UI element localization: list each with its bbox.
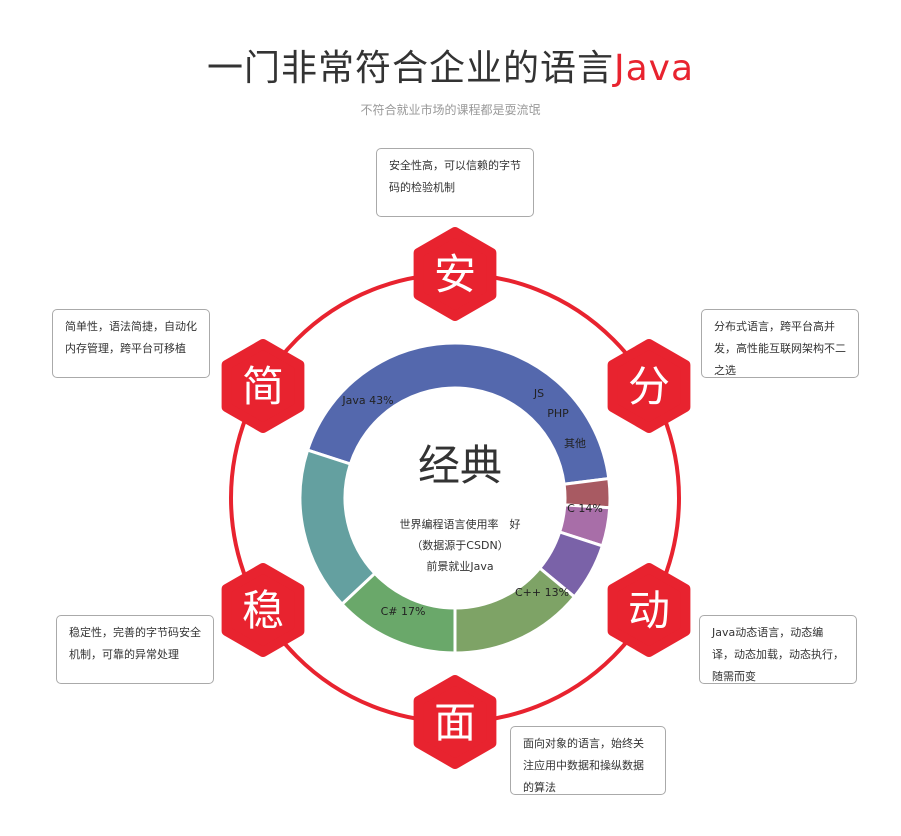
- donut-slice-4: [453, 566, 577, 655]
- feature-desc-object-oriented: 面向对象的语言，始终关注应用中数据和操纵数据的算法: [510, 726, 666, 795]
- title-main: 一门非常符合企业的语言: [206, 48, 614, 89]
- hexagon-label-object-oriented: 面: [434, 698, 476, 747]
- center-caption: 世界编程语言使用率 好 （数据源于CSDN） 前景就业Java: [380, 514, 540, 577]
- feature-desc-simplicity: 简单性，语法简捷，自动化内存管理，跨平台可移植: [52, 309, 210, 378]
- hexagon-label-distributed: 分: [628, 362, 670, 411]
- center-caption-line3: 前景就业Java: [426, 560, 494, 573]
- donut-label-2: PHP: [547, 407, 569, 420]
- donut-slice-6: [298, 448, 377, 607]
- donut-label-6: C# 17%: [381, 605, 426, 618]
- hexagon-stability: [221, 563, 305, 657]
- feature-desc-dynamic: Java动态语言，动态编译，动态加载，动态执行，随需而变: [699, 615, 857, 684]
- page-subtitle: 不符合就业市场的课程都是耍流氓: [360, 103, 541, 117]
- title-accent: Java: [613, 48, 695, 89]
- hexagon-label-security: 安: [434, 250, 476, 299]
- center-caption-line1: 世界编程语言使用率 好: [399, 518, 521, 531]
- feature-desc-distributed: 分布式语言，跨平台高并发，高性能互联网架构不二之选: [701, 309, 859, 378]
- hexagon-simplicity: [221, 339, 305, 433]
- center-caption-line2: （数据源于CSDN）: [411, 539, 509, 552]
- hexagon-label-stability: 稳: [242, 586, 284, 635]
- page-title: 一门非常符合企业的语言Java: [0, 44, 901, 94]
- donut-label-5: C++ 13%: [515, 586, 569, 599]
- outer-ring: [229, 272, 681, 724]
- donut-label-0: Java 43%: [341, 394, 393, 407]
- donut-slice-0: [305, 341, 611, 486]
- feature-desc-stability: 稳定性，完善的字节码安全机制，可靠的异常处理: [56, 615, 214, 684]
- hexagon-dynamic: [607, 563, 691, 657]
- center-title: 经典: [417, 441, 502, 490]
- donut-label-3: 其他: [564, 437, 586, 450]
- feature-desc-security: 安全性高，可以信赖的字节码的检验机制: [376, 148, 534, 217]
- donut-label-4: C 14%: [567, 502, 603, 515]
- hexagon-security: [413, 227, 497, 321]
- donut-label-1: JS: [533, 387, 544, 400]
- hexagon-distributed: [607, 339, 691, 433]
- hexagon-label-simplicity: 简: [242, 362, 284, 411]
- hexagon-label-dynamic: 动: [628, 586, 670, 635]
- hexagon-object-oriented: [413, 675, 497, 769]
